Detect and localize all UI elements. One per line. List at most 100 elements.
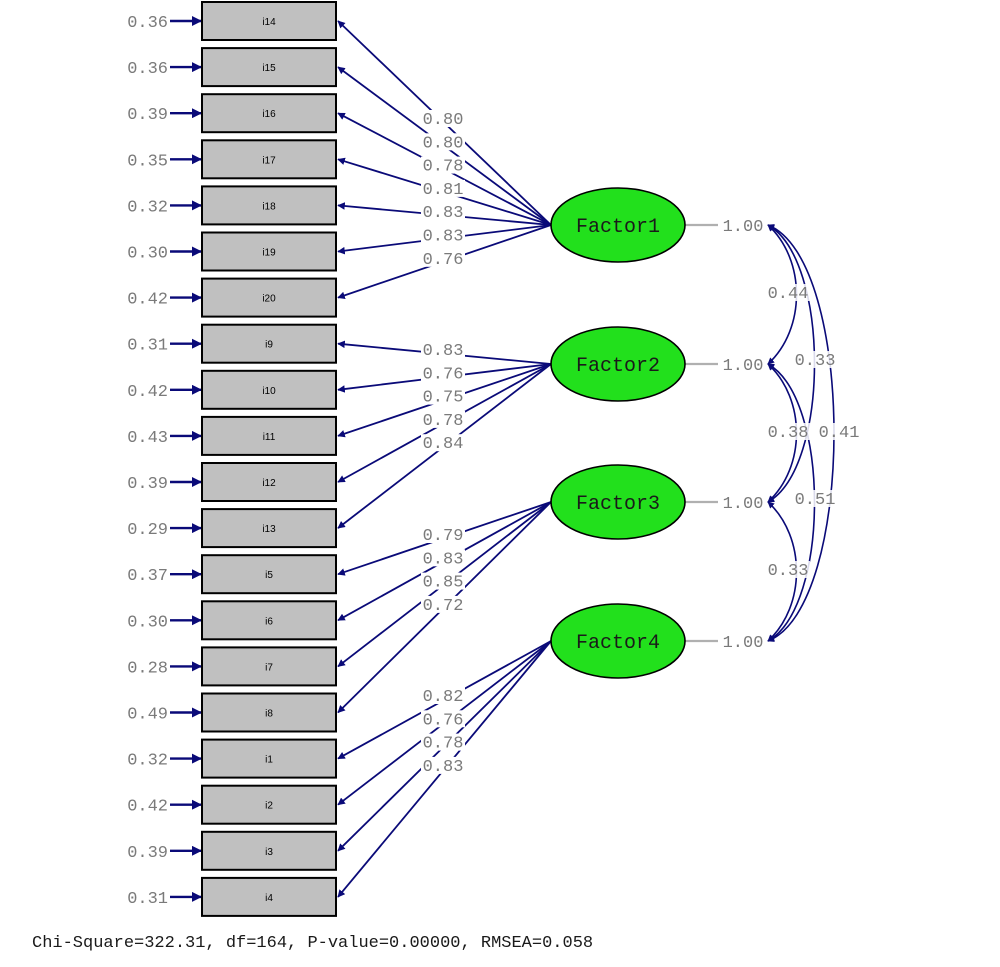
loading-label: 0.81: [423, 181, 464, 200]
loading-label: 0.80: [423, 134, 464, 153]
loading-label: 0.76: [423, 711, 464, 730]
fit-statistics: Chi-Square=322.31, df=164, P-value=0.000…: [32, 934, 594, 953]
error-variance-label: 0.39: [127, 106, 168, 125]
factor-4: [550, 603, 686, 679]
indicator-label: i8: [265, 709, 273, 720]
indicator-label: i11: [263, 432, 276, 443]
loading-label: 0.85: [423, 574, 464, 593]
factor-2: [550, 326, 686, 402]
error-variance-label: 0.35: [127, 152, 168, 171]
indicator-label: i20: [262, 294, 276, 305]
factor-label: Factor3: [576, 493, 660, 516]
indicator-label: i4: [265, 893, 273, 904]
loading-label: 0.84: [423, 435, 464, 454]
loading-label: 0.83: [423, 204, 464, 223]
indicator-label: i1: [265, 755, 273, 766]
loading-label-bg: [421, 249, 465, 267]
error-variance-label: 0.43: [127, 429, 168, 448]
indicator-label: i16: [262, 109, 276, 120]
loading-label-bg: [421, 687, 465, 704]
error-variance-label: 0.29: [127, 521, 168, 540]
factor-3: [550, 464, 686, 540]
indicator-label: i9: [265, 340, 273, 351]
indicator-box-i6: [201, 600, 337, 641]
correlation-label: 0.41: [819, 424, 860, 443]
correlation-label: 0.33: [768, 562, 809, 581]
indicator-label: i14: [262, 17, 276, 28]
indicator-box-i18: [201, 185, 337, 226]
indicator-box-i2: [201, 784, 337, 825]
indicator-label: i12: [262, 478, 276, 489]
indicator-box-i10: [201, 369, 337, 410]
loading-label: 0.83: [423, 550, 464, 569]
indicator-label: i19: [262, 248, 276, 259]
indicator-box-i20: [201, 277, 337, 318]
error-variance-label: 0.36: [127, 60, 168, 79]
error-variance-label: 0.32: [127, 752, 168, 771]
error-variance-label: 0.42: [127, 798, 168, 817]
loading-label: 0.72: [423, 597, 464, 616]
factor-variance-label: 1.00: [723, 495, 764, 514]
indicator-box-i3: [201, 830, 337, 871]
indicator-box-i14: [201, 1, 337, 41]
error-variance-label: 0.31: [127, 890, 168, 909]
factor-variance-label: 1.00: [723, 634, 764, 653]
loading-label-bg: [421, 133, 465, 151]
loading-label: 0.83: [423, 758, 464, 777]
correlation-label: 0.51: [795, 491, 836, 510]
error-variance-label: 0.30: [127, 245, 168, 264]
indicator-box-i12: [201, 462, 337, 502]
loading-label: 0.76: [423, 365, 464, 384]
indicator-box-i4: [201, 876, 337, 917]
loading-label-bg: [421, 410, 465, 428]
loading-label: 0.76: [423, 251, 464, 270]
indicator-box-i19: [201, 231, 337, 272]
correlation-label-bg: [793, 490, 837, 507]
correlation-label: 0.44: [768, 285, 809, 304]
correlation-label-bg: [766, 284, 810, 301]
error-variance-label: 0.30: [127, 613, 168, 632]
indicator-box-i5: [201, 554, 337, 595]
error-variance-label: 0.42: [127, 383, 168, 402]
indicator-label: i15: [262, 63, 276, 74]
indicator-boxes: i14i15i16i17i18i19i20i9i10i11i12i13i5i6i…: [201, 1, 337, 917]
factor-variance-label: 1.00: [723, 218, 764, 237]
error-variance-label: 0.42: [127, 291, 168, 310]
correlation-label-bg: [817, 423, 861, 440]
indicator-label: i17: [262, 155, 276, 166]
loading-label: 0.82: [423, 688, 464, 707]
loading-label: 0.78: [423, 158, 464, 177]
factor-variance-label: 1.00: [723, 357, 764, 376]
loading-label-bg: [421, 387, 465, 405]
correlation-label-bg: [766, 561, 810, 578]
loading-label: 0.83: [423, 342, 464, 361]
error-variance-label: 0.32: [127, 198, 168, 217]
factor-1: [550, 187, 686, 263]
indicator-box-i11: [201, 415, 337, 456]
indicator-label: i3: [265, 847, 273, 858]
correlation-label-bg: [766, 423, 810, 440]
error-variance-label: 0.28: [127, 659, 168, 678]
indicator-label: i7: [265, 662, 273, 673]
loading-label-bg: [421, 756, 465, 774]
loading-label-bg: [421, 526, 465, 543]
indicator-box-i16: [201, 93, 337, 134]
loading-label-bg: [421, 179, 465, 197]
loading-label-bg: [421, 572, 465, 590]
correlation-label-bg: [793, 351, 837, 368]
error-variance-label: 0.49: [127, 706, 168, 725]
loading-label: 0.83: [423, 228, 464, 247]
factor-label: Factor2: [576, 355, 660, 378]
coefficient-labels: 0.800.800.780.810.830.830.760.830.760.75…: [421, 110, 861, 777]
indicator-label: i2: [265, 801, 273, 812]
loading-label-bg: [421, 203, 465, 221]
loading-label-bg: [421, 110, 465, 127]
error-variance-label: 0.31: [127, 337, 168, 356]
loading-label: 0.78: [423, 412, 464, 431]
error-variances: 0.360.360.390.350.320.300.420.310.420.43…: [127, 14, 203, 909]
correlation-label: 0.38: [768, 424, 809, 443]
factor-label: Factor4: [576, 632, 660, 655]
loading-label-bg: [421, 710, 465, 728]
